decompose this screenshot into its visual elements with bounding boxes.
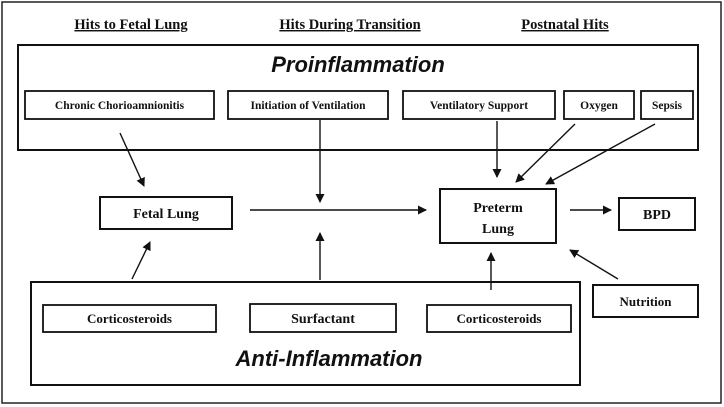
anti-inflammation-title: Anti-Inflammation [235, 346, 423, 371]
ventilatory-support-label: Ventilatory Support [430, 100, 528, 112]
arrow-corticosteroids-to-fetal-lung [131, 241, 151, 280]
chronic-chorioamnionitis-label: Chronic Chorioamnionitis [55, 100, 185, 112]
anti-inflammation-frame [30, 281, 581, 386]
header-hits-to-fetal-lung: Hits to Fetal Lung [74, 17, 188, 33]
arrow-nutrition-to-preterm-lung [569, 249, 619, 280]
bpd-label: BPD [643, 208, 671, 223]
preterm-lung-label-line1: Preterm [473, 201, 523, 216]
corticosteroids-left-label: Corticosteroids [87, 311, 172, 326]
nutrition-label: Nutrition [620, 294, 673, 309]
sepsis-box [640, 90, 694, 120]
chronic-chorioamnionitis-box [24, 90, 215, 120]
nutrition-box [592, 284, 699, 318]
preterm-lung-label-line2: Lung [482, 222, 514, 237]
proinflammation-frame [17, 44, 699, 151]
anti-inflammation-group: Corticosteroids Surfactant Corticosteroi… [30, 281, 581, 386]
bpd-box [618, 197, 696, 231]
fetal-lung-box [99, 196, 233, 230]
surfactant-box [249, 303, 397, 333]
arrow-oxygen-to-preterm-lung [515, 123, 576, 183]
proinflammation-group: Proinflammation Chronic Chorioamnionitis… [17, 44, 699, 151]
arrows [119, 120, 656, 290]
corticosteroids-left-box [42, 304, 217, 333]
proinflammation-title: Proinflammation [271, 52, 445, 77]
preterm-lung-box [439, 188, 557, 244]
oxygen-label: Oxygen [580, 100, 618, 112]
initiation-of-ventilation-label: Initiation of Ventilation [250, 100, 366, 112]
arrow-chorioamnionitis-to-fetal-lung [119, 132, 145, 187]
corticosteroids-right-box [426, 304, 572, 333]
fetal-lung-label: Fetal Lung [133, 207, 199, 222]
sepsis-label: Sepsis [652, 100, 683, 112]
ventilatory-support-box [402, 90, 556, 120]
arrow-sepsis-to-preterm-lung [545, 123, 656, 185]
surfactant-label: Surfactant [291, 312, 355, 327]
initiation-of-ventilation-box [227, 90, 389, 120]
header-postnatal-hits: Postnatal Hits [521, 17, 609, 33]
corticosteroids-right-label: Corticosteroids [457, 311, 542, 326]
oxygen-box [563, 90, 635, 120]
header-hits-during-transition: Hits During Transition [279, 17, 420, 33]
